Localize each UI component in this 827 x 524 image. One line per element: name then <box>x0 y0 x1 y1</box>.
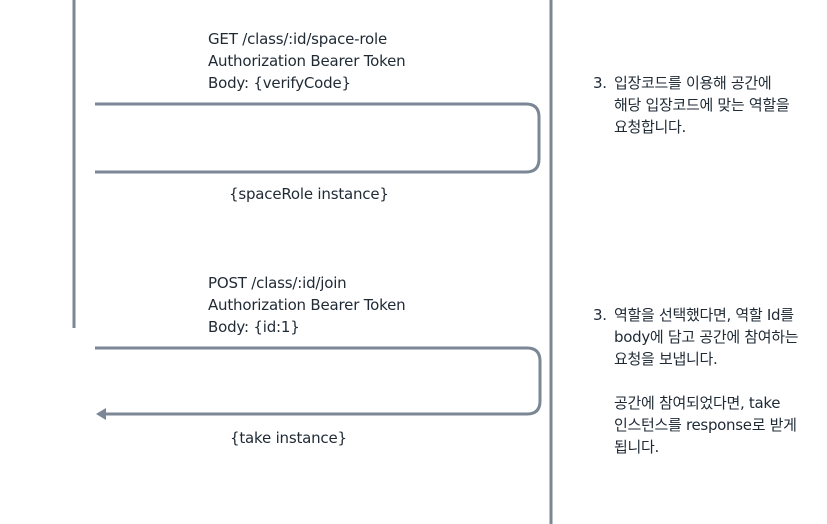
request-1-body: Body: {verifyCode} <box>208 74 351 92</box>
request-1-auth: Authorization Bearer Token <box>208 52 406 70</box>
response-2-label: {take instance} <box>230 429 347 447</box>
note-line: 인스턴스를 response로 받게 <box>614 416 797 434</box>
note-line: 역할을 선택했다면, 역할 Id를 <box>614 306 794 324</box>
note-line: 공간에 참여되었다면, take <box>614 394 781 412</box>
step-number: 3. <box>593 306 607 324</box>
note-line: 요청을 보냅니다. <box>614 350 718 368</box>
request-response-loop-2 <box>95 346 542 416</box>
note-line: 됩니다. <box>614 438 659 456</box>
step-number: 3. <box>593 74 607 92</box>
request-2-auth: Authorization Bearer Token <box>208 296 406 314</box>
arrow-head-icon <box>96 408 106 420</box>
note-line: 요청합니다. <box>614 118 686 136</box>
request-response-loop-1 <box>95 102 541 174</box>
request-1-method: GET /class/:id/space-role <box>208 30 387 48</box>
note-line: 입장코드를 이용해 공간에 <box>614 74 772 92</box>
note-line: body에 담고 공간에 참여하는 <box>614 328 799 346</box>
step-note-2: 3. 역할을 선택했다면, 역할 Id를 body에 담고 공간에 참여하는 요… <box>593 304 799 458</box>
note-line: 해당 입장코드에 맞는 역할을 <box>614 96 790 114</box>
step-note-1: 3. 입장코드를 이용해 공간에 해당 입장코드에 맞는 역할을 요청합니다. <box>593 72 790 138</box>
response-1-label: {spaceRole instance} <box>229 185 389 203</box>
request-2-method: POST /class/:id/join <box>208 274 347 292</box>
request-2-body: Body: {id:1} <box>208 318 300 336</box>
